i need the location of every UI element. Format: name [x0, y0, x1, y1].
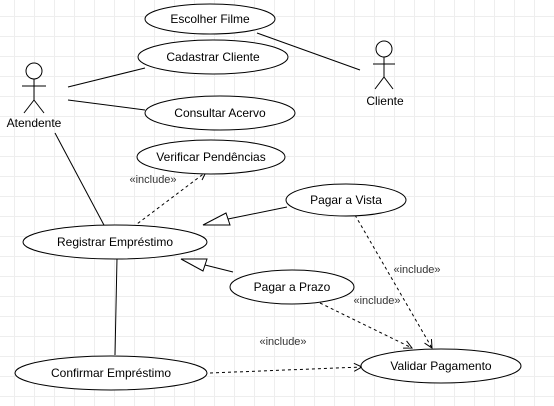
use-case-escolher-filme-label: Escolher Filme [170, 12, 250, 26]
actor-cliente-head [375, 40, 393, 58]
use-case-verificar-pendencias-label: Verificar Pendências [156, 150, 265, 164]
association-atendente-cadastrar-cliente [67, 67, 146, 88]
include-confirmar-validar [209, 367, 362, 374]
use-case-registrar-emprestimo-label: Registrar Empréstimo [57, 235, 173, 249]
include-pagar-a-prazo-validar [319, 302, 412, 348]
use-case-escolher-filme[interactable]: Escolher Filme [144, 3, 276, 35]
use-case-cadastrar-cliente-label: Cadastrar Cliente [166, 50, 260, 64]
use-case-consultar-acervo-label: Consultar Acervo [174, 106, 266, 120]
include-labels: «include» «include» «include» «include» [129, 174, 440, 348]
associations [54, 32, 361, 356]
generalization-pagar-a-vista-arrowhead [202, 212, 231, 226]
use-case-consultar-acervo[interactable]: Consultar Acervo [144, 95, 296, 131]
use-case-pagar-a-vista-label: Pagar a Vista [310, 193, 382, 207]
association-atendente-registrar-emprestimo [54, 132, 106, 228]
include-dependencies [132, 172, 432, 374]
association-cliente-escolher-filme [256, 32, 361, 71]
generalizations [180, 206, 288, 273]
association-registrar-confirmar [114, 257, 118, 356]
include-pagar-a-vista-validar [354, 214, 432, 348]
use-case-validar-pagamento-label: Validar Pagamento [390, 359, 492, 373]
actor-atendente[interactable] [22, 62, 46, 114]
actor-cliente-label: Cliente [366, 94, 404, 108]
use-case-verificar-pendencias[interactable]: Verificar Pendências [136, 139, 286, 175]
use-case-confirmar-emprestimo-label: Confirmar Empréstimo [51, 366, 171, 380]
actor-atendente-label: Atendente [7, 116, 62, 130]
association-atendente-consultar-acervo [67, 99, 146, 111]
use-case-validar-pagamento[interactable]: Validar Pagamento [360, 348, 522, 384]
generalization-pagar-a-prazo-arrowhead [180, 258, 208, 272]
include-label-confirmar: «include» [259, 336, 306, 348]
actor-atendente-head [25, 62, 43, 80]
generalization-pagar-a-vista-line [227, 206, 288, 220]
include-label-pagar-a-prazo: «include» [353, 295, 400, 307]
use-case-pagar-a-prazo[interactable]: Pagar a Prazo [229, 269, 355, 305]
use-case-cadastrar-cliente[interactable]: Cadastrar Cliente [137, 39, 289, 75]
use-case-pagar-a-prazo-label: Pagar a Prazo [254, 280, 331, 294]
generalization-pagar-a-prazo-line [204, 264, 234, 273]
use-case-confirmar-emprestimo[interactable]: Confirmar Empréstimo [14, 355, 208, 391]
include-label-verificar: «include» [129, 174, 176, 186]
include-label-pagar-a-vista: «include» [393, 264, 440, 276]
use-case-registrar-emprestimo[interactable]: Registrar Empréstimo [22, 224, 208, 260]
use-case-pagar-a-vista[interactable]: Pagar a Vista [285, 183, 407, 217]
actor-cliente[interactable] [373, 40, 395, 90]
